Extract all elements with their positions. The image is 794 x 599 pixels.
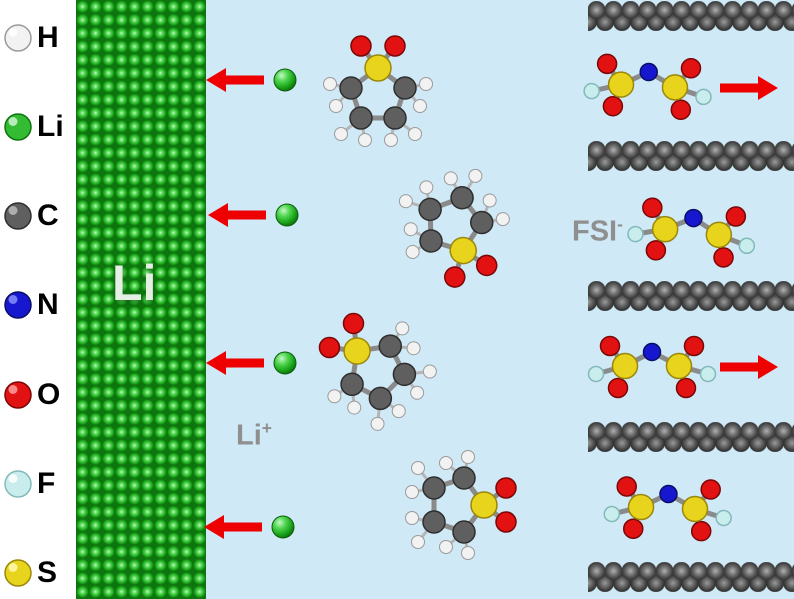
atom-legend: H Li C N	[0, 0, 76, 599]
anion-label: FSI-	[572, 214, 623, 248]
sulfur-atom-icon	[4, 559, 32, 587]
lithium-electrode	[76, 0, 206, 599]
lithium-ion	[273, 351, 297, 375]
graphite-layer	[588, 141, 794, 171]
graphite-layer	[588, 1, 794, 31]
graphite-layer	[588, 281, 794, 311]
arrow-to-electrode	[204, 515, 262, 539]
cation-label-base: Li	[236, 419, 262, 452]
carbon-atom-icon	[4, 202, 32, 231]
anion-label-base: FSI	[572, 215, 618, 248]
electrode-label: Li	[112, 255, 157, 311]
fsi-anion	[626, 196, 759, 270]
lithium-ion	[275, 203, 299, 227]
arrow-to-graphite	[720, 76, 778, 100]
legend-label-n: N	[37, 288, 59, 322]
arrow-to-electrode	[206, 351, 264, 375]
legend-item-o: O	[3, 375, 76, 415]
solvent-molecule	[324, 36, 433, 147]
arrow-to-electrode	[208, 203, 266, 227]
lithium-ion	[271, 515, 295, 539]
solvent-molecule	[385, 158, 525, 299]
fsi-anion	[589, 337, 716, 398]
legend-label-c: C	[37, 199, 59, 233]
lithium-atom-icon	[4, 113, 32, 141]
graphite-layer	[588, 562, 794, 592]
cation-label-charge: +	[261, 418, 272, 438]
fluorine-atom-icon	[4, 470, 32, 498]
hydrogen-atom-icon	[4, 24, 32, 52]
legend-item-s: S	[3, 553, 76, 593]
arrow-to-graphite	[720, 355, 778, 379]
legend-label-li: Li	[37, 110, 64, 144]
fsi-anion	[583, 53, 713, 121]
legend-label-h: H	[37, 21, 59, 54]
lithium-ion	[273, 68, 297, 92]
legend-item-li: Li	[3, 107, 76, 147]
solvent-molecule	[296, 290, 451, 445]
nitrogen-atom-icon	[4, 291, 32, 320]
legend-item-n: N	[3, 285, 76, 325]
graphite-layer	[588, 422, 794, 452]
legend-label-s: S	[37, 555, 58, 589]
cation-label: Li+	[236, 418, 272, 452]
legend-item-f: F	[3, 464, 76, 504]
legend-item-c: C	[3, 196, 76, 236]
fsi-anion	[603, 476, 732, 541]
legend-label-f: F	[37, 466, 56, 500]
arrow-to-electrode	[206, 68, 264, 92]
legend-item-h: H	[3, 18, 76, 58]
solvent-molecule	[406, 451, 517, 560]
anion-label-charge: -	[617, 214, 623, 234]
legend-label-o: O	[37, 377, 61, 411]
oxygen-atom-icon	[4, 380, 32, 409]
